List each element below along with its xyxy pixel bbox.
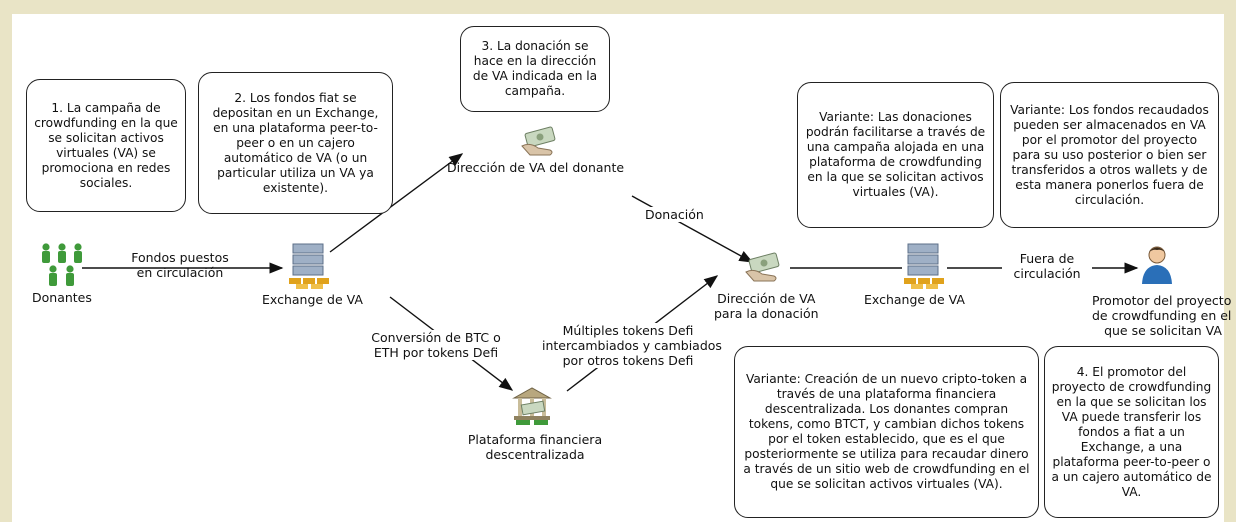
edge-label-fuera: Fuera de circulación bbox=[1002, 251, 1092, 281]
node-defi-label: Plataforma financiera descentralizada bbox=[467, 432, 603, 462]
step-4-box: 4. El promotor del proyecto de crowdfund… bbox=[1044, 346, 1219, 518]
money-hand-icon bbox=[745, 252, 780, 282]
bank-money-icon bbox=[512, 387, 552, 425]
person-icon bbox=[1142, 246, 1172, 284]
edge-label-conversion: Conversión de BTC o ETH por tokens Defi bbox=[366, 330, 506, 360]
step-3-box: 3. La donación se hace en la dirección d… bbox=[460, 26, 610, 112]
variant-token-box: Variante: Creación de un nuevo cripto-to… bbox=[734, 346, 1039, 518]
server-stack-icon bbox=[904, 243, 944, 289]
node-exchange-1-label: Exchange de VA bbox=[262, 292, 363, 307]
step-2-box: 2. Los fondos fiat se depositan en un Ex… bbox=[198, 72, 393, 214]
variant-campaign-box: Variante: Las donaciones podrán facilita… bbox=[797, 82, 994, 228]
step-1-box: 1. La campaña de crowdfunding en la que … bbox=[26, 79, 186, 212]
money-hand-icon bbox=[521, 126, 556, 156]
server-stack-icon bbox=[289, 243, 329, 289]
people-group-icon bbox=[42, 243, 82, 286]
node-donor-address-label: Dirección de VA del donante bbox=[447, 160, 625, 175]
diagram-canvas: 1. La campaña de crowdfunding en la que … bbox=[12, 14, 1232, 522]
edge-label-donacion: Donación bbox=[645, 207, 704, 222]
node-promoter-label: Promotor del proyecto de crowdfunding en… bbox=[1092, 293, 1232, 338]
node-donantes-label: Donantes bbox=[32, 290, 92, 305]
edge-exchange-donor-address bbox=[329, 153, 464, 253]
node-donation-address-label: Dirección de VA para la donación bbox=[714, 291, 819, 321]
variant-funds-box: Variante: Los fondos recaudados pueden s… bbox=[1000, 82, 1219, 228]
edge-donor-address-donation-address bbox=[631, 195, 754, 263]
edge-label-fondos: Fondos puestos en circulación bbox=[131, 250, 229, 280]
edge-label-multiples: Múltiples tokens Defi intercambiados y c… bbox=[542, 323, 722, 368]
node-exchange-2-label: Exchange de VA bbox=[864, 292, 965, 307]
